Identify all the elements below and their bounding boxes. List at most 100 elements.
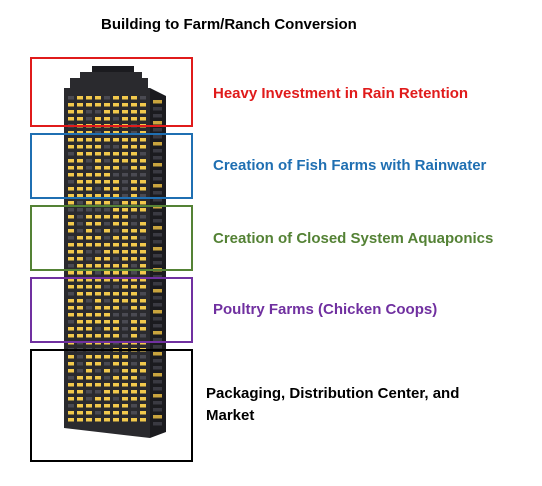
window bbox=[113, 257, 119, 261]
window bbox=[77, 306, 83, 310]
window bbox=[95, 229, 101, 233]
window bbox=[140, 264, 146, 268]
zone-packaging-box bbox=[30, 349, 193, 462]
window bbox=[104, 320, 110, 324]
window bbox=[86, 236, 92, 240]
window bbox=[113, 222, 119, 226]
window bbox=[95, 404, 101, 408]
window bbox=[68, 271, 74, 275]
window bbox=[95, 159, 101, 163]
window bbox=[140, 145, 146, 149]
window bbox=[131, 404, 137, 408]
window bbox=[153, 233, 162, 237]
window bbox=[68, 110, 74, 114]
window bbox=[68, 334, 74, 338]
window bbox=[140, 117, 146, 121]
window bbox=[140, 390, 146, 394]
window bbox=[140, 257, 146, 261]
window bbox=[131, 397, 137, 401]
window bbox=[131, 411, 137, 415]
window bbox=[113, 187, 119, 191]
window bbox=[122, 187, 128, 191]
window bbox=[131, 250, 137, 254]
window bbox=[77, 264, 83, 268]
window bbox=[86, 243, 92, 247]
window bbox=[86, 376, 92, 380]
window bbox=[153, 352, 162, 356]
window bbox=[104, 243, 110, 247]
window bbox=[95, 327, 101, 331]
window bbox=[86, 264, 92, 268]
window bbox=[95, 173, 101, 177]
window bbox=[153, 338, 162, 342]
window bbox=[122, 159, 128, 163]
window bbox=[131, 418, 137, 422]
window bbox=[68, 313, 74, 317]
window bbox=[68, 180, 74, 184]
window bbox=[153, 282, 162, 286]
window bbox=[122, 362, 128, 366]
window bbox=[122, 236, 128, 240]
window bbox=[153, 303, 162, 307]
window bbox=[122, 110, 128, 114]
window bbox=[86, 404, 92, 408]
window bbox=[77, 362, 83, 366]
window bbox=[104, 103, 110, 107]
window bbox=[95, 145, 101, 149]
window bbox=[131, 313, 137, 317]
window bbox=[140, 383, 146, 387]
window bbox=[95, 334, 101, 338]
window bbox=[153, 408, 162, 412]
window bbox=[140, 285, 146, 289]
window bbox=[122, 166, 128, 170]
window bbox=[68, 278, 74, 282]
window bbox=[113, 390, 119, 394]
window bbox=[113, 180, 119, 184]
window bbox=[113, 243, 119, 247]
window bbox=[113, 376, 119, 380]
window bbox=[68, 103, 74, 107]
zone-fish-farms-label: Creation of Fish Farms with Rainwater bbox=[213, 157, 487, 174]
window bbox=[131, 208, 137, 212]
window bbox=[122, 264, 128, 268]
window bbox=[86, 145, 92, 149]
window bbox=[140, 362, 146, 366]
window bbox=[95, 110, 101, 114]
window bbox=[131, 166, 137, 170]
window bbox=[77, 236, 83, 240]
window bbox=[122, 250, 128, 254]
window bbox=[86, 327, 92, 331]
window bbox=[140, 404, 146, 408]
window bbox=[153, 163, 162, 167]
window bbox=[113, 362, 119, 366]
window bbox=[95, 180, 101, 184]
window bbox=[104, 390, 110, 394]
window bbox=[131, 201, 137, 205]
window bbox=[113, 138, 119, 142]
window bbox=[104, 236, 110, 240]
window bbox=[104, 131, 110, 135]
window bbox=[95, 131, 101, 135]
window bbox=[153, 324, 162, 328]
window bbox=[122, 320, 128, 324]
window bbox=[95, 250, 101, 254]
window bbox=[140, 320, 146, 324]
window bbox=[113, 229, 119, 233]
window bbox=[77, 376, 83, 380]
window bbox=[86, 194, 92, 198]
window bbox=[104, 264, 110, 268]
window bbox=[68, 117, 74, 121]
window bbox=[140, 418, 146, 422]
window bbox=[153, 219, 162, 223]
window bbox=[68, 264, 74, 268]
window bbox=[140, 173, 146, 177]
window bbox=[113, 411, 119, 415]
window bbox=[104, 285, 110, 289]
window bbox=[95, 187, 101, 191]
window bbox=[131, 320, 137, 324]
window bbox=[153, 310, 162, 314]
window bbox=[131, 194, 137, 198]
window bbox=[131, 285, 137, 289]
window bbox=[104, 292, 110, 296]
window bbox=[68, 320, 74, 324]
